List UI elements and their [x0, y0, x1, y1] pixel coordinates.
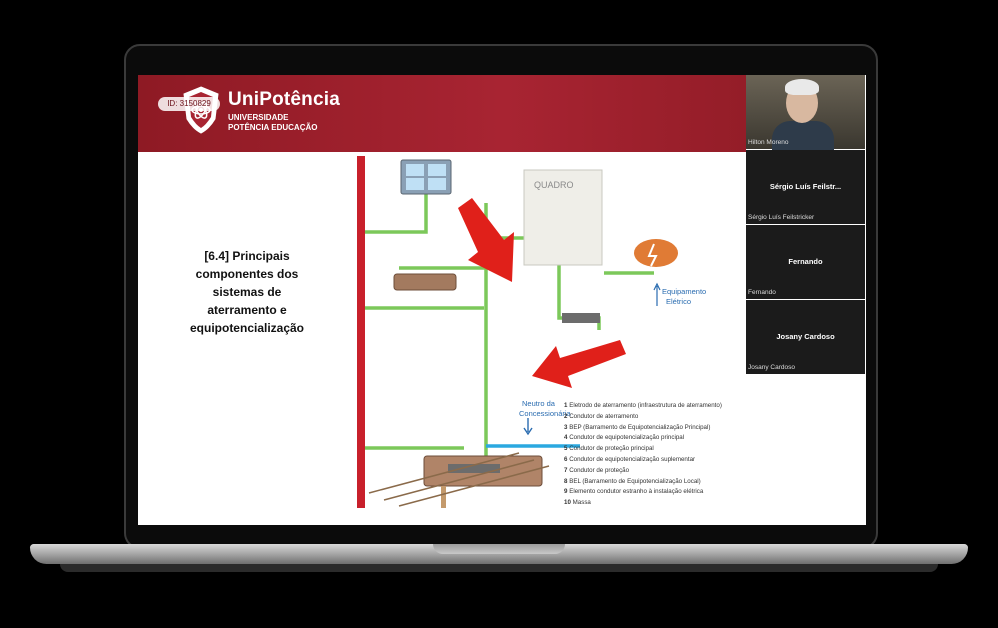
grounding-diagram: QUADRO Equipamento Elétrico Neutro da Co…	[357, 156, 706, 508]
legend-item: 7 Condutor de proteção	[564, 466, 630, 474]
participant-tile-camera[interactable]: Hilton Moreno	[746, 75, 865, 151]
legend-item: 2 Condutor de aterramento	[564, 412, 639, 420]
participant-name: Sérgio Luís Feilstricker	[748, 214, 815, 221]
ground-mesh	[368, 452, 550, 507]
participant-video	[772, 121, 834, 151]
topic-line: sistemas de	[212, 285, 282, 299]
meeting-screen: ID: 3150829 UniPotência UNIVERSIDADE POT…	[138, 75, 866, 525]
legend-item: 4 Condutor de equipotencialização princi…	[564, 434, 685, 442]
brand-subtitle-2: POTÊNCIA EDUCAÇÃO	[228, 123, 318, 132]
conductive-element-rod	[357, 156, 365, 508]
legend-item: 9 Elemento condutor estranho à instalaçã…	[564, 488, 704, 496]
equipment-label-1: Equipamento	[662, 287, 706, 296]
participant-tile[interactable]: Josany Cardoso Josany Cardoso	[746, 300, 865, 374]
legend-item: 3 BEP (Barramento de Equipotencialização…	[564, 423, 711, 431]
red-arrow-icon	[532, 340, 626, 388]
red-arrow-icon	[458, 198, 514, 282]
participant-display-name: Fernando	[788, 257, 823, 266]
topic-line: componentes dos	[195, 267, 299, 281]
topic-line: equipotencialização	[189, 321, 305, 335]
brand-name: UniPotência	[228, 89, 340, 110]
legend-item: 6 Condutor de equipotencialização suplem…	[564, 455, 696, 463]
neutral-label-2: Concessionária	[519, 409, 572, 418]
topic-line: aterramento e	[207, 303, 287, 317]
participant-tile[interactable]: Fernando Fernando	[746, 225, 865, 299]
quadro-label: QUADRO	[534, 180, 574, 190]
participant-display-name: Sérgio Luís Feilstr...	[769, 182, 842, 191]
legend-item: 10 Massa	[564, 499, 591, 507]
ground-rod	[441, 486, 446, 508]
participant-name: Josany Cardoso	[748, 364, 795, 371]
legend-item: 1 Eletrodo de aterramento (infraestrutur…	[564, 402, 722, 409]
neutral-label-1: Neutro da	[522, 399, 556, 408]
neutral-arrow	[523, 418, 533, 436]
equipment-label-2: Elétrico	[666, 297, 691, 306]
participant-tile[interactable]: Sérgio Luís Feilstr... Sérgio Luís Feils…	[746, 150, 865, 224]
participant-name: Hilton Moreno	[748, 139, 789, 146]
bel-busbar	[393, 273, 457, 291]
laptop-notch	[433, 544, 565, 554]
quadro-panel	[523, 169, 603, 266]
participants-panel: Hilton Moreno Sérgio Luís Feilstr... Sér…	[746, 75, 866, 525]
slide-topic: [6.4] Principais componentes dos sistema…	[154, 247, 340, 337]
brand-subtitle-1: UNIVERSIDADE	[228, 113, 289, 122]
slide-header: ID: 3150829 UniPotência UNIVERSIDADE POT…	[138, 75, 746, 152]
diagram-legend: 1 Eletrodo de aterramento (infraestrutur…	[564, 401, 722, 509]
session-id-badge: ID: 3150829	[158, 97, 220, 111]
legend-item: 8 BEL (Barramento de Equipotencialização…	[564, 477, 701, 485]
participant-display-name: Josany Cardoso	[776, 332, 835, 341]
electric-equipment-icon	[634, 239, 678, 267]
laptop-base	[30, 544, 968, 564]
legend-item: 5 Condutor de proteção principal	[564, 445, 654, 453]
participant-name: Fernando	[748, 289, 776, 296]
topic-line: [6.4] Principais	[204, 249, 290, 263]
laptop-shadow	[60, 564, 938, 572]
